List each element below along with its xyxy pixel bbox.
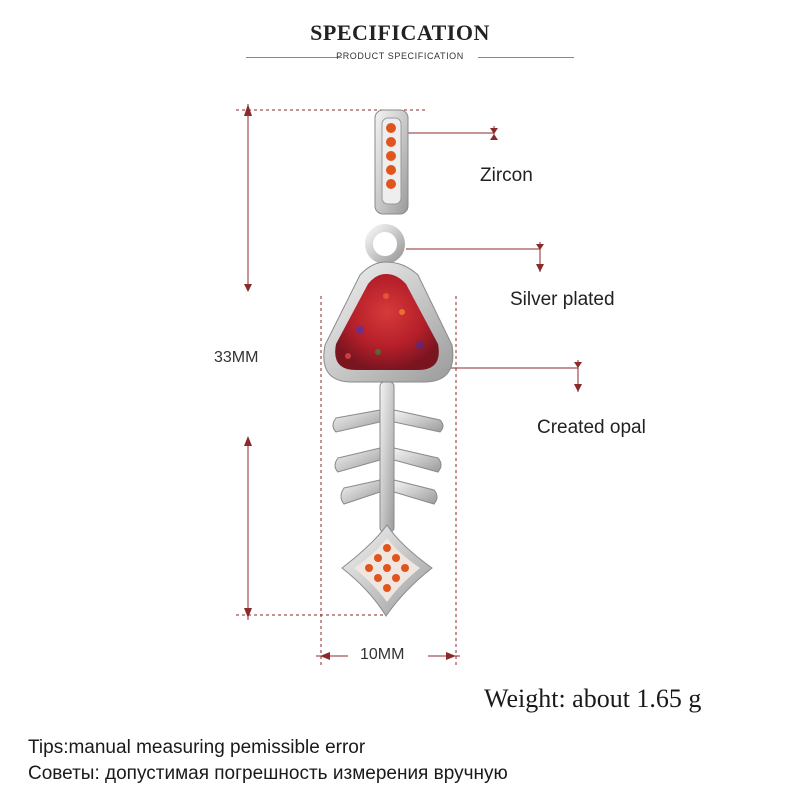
- silver-callout: [406, 242, 541, 272]
- title-rule-right: [478, 57, 574, 58]
- width-dimension-label: 10MM: [360, 646, 405, 663]
- width-arrow-right: [446, 652, 456, 660]
- fish-tail: [341, 524, 433, 617]
- title-rule-left: [246, 57, 342, 58]
- pendant-bail: [374, 109, 409, 215]
- silver-plated-label: Silver plated: [510, 289, 615, 310]
- zircon-callout-arrow-2: [490, 134, 498, 140]
- zircon-stone: [386, 179, 396, 189]
- zircon-stone: [386, 123, 396, 133]
- height-dimension-label: 33MM: [214, 349, 259, 366]
- width-arrow-left: [320, 652, 330, 660]
- height-arrow-top: [244, 104, 252, 116]
- opal-stone: [335, 274, 439, 370]
- zircon-callout-arrow: [490, 128, 498, 134]
- pendant-head: [323, 261, 454, 383]
- opal-callout-arrow-2: [574, 384, 582, 392]
- height-arrow-bottom-2: [244, 608, 252, 618]
- zircon-label: Zircon: [480, 165, 533, 186]
- fish-bone: [332, 381, 444, 533]
- height-arrow-top-2: [244, 436, 252, 446]
- page-subtitle: PRODUCT SPECIFICATION: [336, 51, 464, 61]
- height-arrow-bottom: [244, 284, 252, 292]
- height-dimension-line: [236, 104, 428, 620]
- tips-russian: Советы: допустимая погрешность измерения…: [28, 763, 508, 784]
- zircon-stone: [386, 151, 396, 161]
- page-title: SPECIFICATION: [310, 20, 490, 45]
- jump-ring: [365, 224, 405, 264]
- tips-english: Tips:manual measuring pemissible error: [28, 737, 366, 758]
- zircon-callout: [402, 126, 495, 140]
- zircon-stone: [386, 137, 396, 147]
- created-opal-label: Created opal: [537, 417, 646, 438]
- silver-callout-arrow: [536, 244, 544, 250]
- opal-callout-arrow: [574, 362, 582, 368]
- silver-callout-arrow-2: [536, 264, 544, 272]
- weight-label: Weight: about 1.65 g: [484, 684, 702, 713]
- zircon-stone: [386, 165, 396, 175]
